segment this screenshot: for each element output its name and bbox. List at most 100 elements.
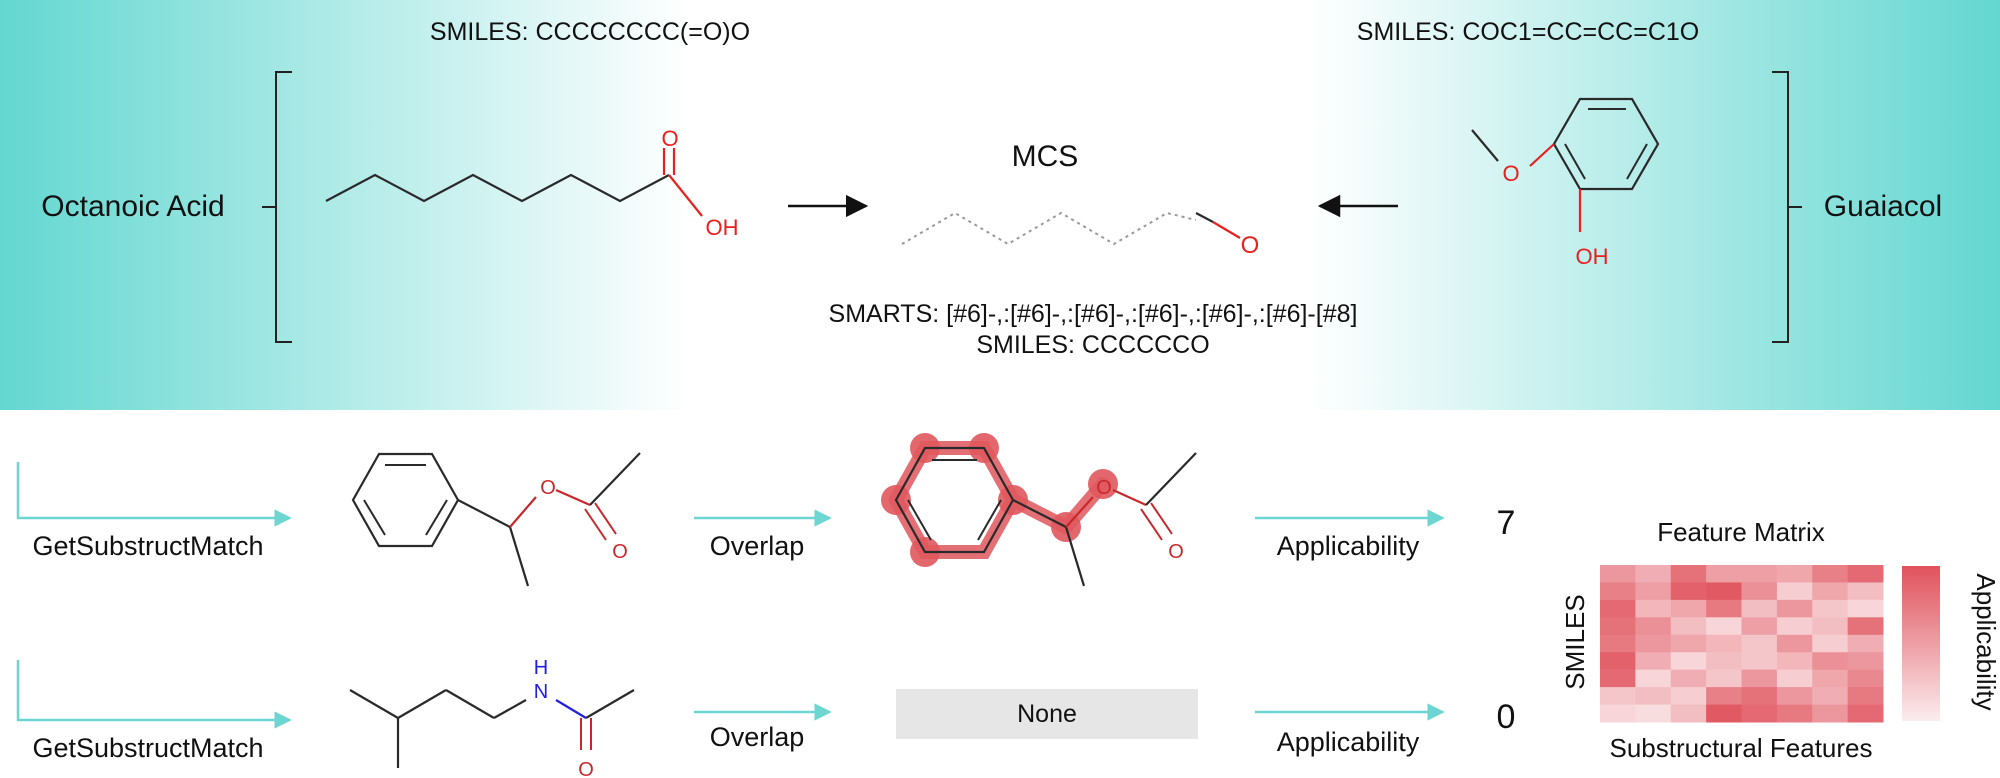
heatmap-cell [1600,669,1636,688]
heatmap-cell [1847,687,1884,706]
mcs-skeleton-dotted [901,211,1197,246]
top-panel-right-gradient [1310,0,2000,410]
guaiacol-oxygen-atom: O [1502,161,1519,186]
row1-entry-arrow [16,462,292,527]
heatmap-cell [1600,687,1636,706]
row2-entry-arrow [16,660,292,729]
heatmap-cell [1600,704,1636,723]
heatmap-cell [1847,599,1884,618]
row1-overlap-carbonyl-oxygen: O [1168,541,1184,563]
row2-amide-nitrogen: N [534,681,548,703]
guaiacol-methyl-bond [1471,129,1499,162]
feature-matrix-y-label: SMILES [1560,594,1590,689]
row2-none-label: None [1017,700,1077,728]
heatmap-cell [1600,617,1636,636]
heatmap-cell [1670,634,1707,653]
heatmap-cell [1812,599,1849,618]
heatmap-cell [1847,582,1884,601]
mcs-title: MCS [1012,140,1079,173]
heatmap-cell [1776,669,1813,688]
right-bracket [1772,71,1802,343]
heatmap-cell [1635,704,1672,723]
heatmap-cell [1706,599,1743,618]
heatmap-cell [1706,652,1743,671]
heatmap-cell [1706,704,1743,723]
left-smiles-label: SMILES: CCCCCCCC(=O)O [430,18,750,46]
applicability-legend-bar [1902,566,1940,721]
row2-molecule [349,689,635,768]
heatmap-cell [1635,687,1672,706]
heatmap-cell [1812,634,1849,653]
row1-getsubstructmatch-label: GetSubstructMatch [32,531,263,561]
heatmap-cell [1670,599,1707,618]
heatmap-cell [1706,669,1743,688]
row1-overlap-molecule [881,433,1197,587]
heatmap-cell [1776,634,1813,653]
guaiacol-methoxy-bond [1529,143,1555,167]
heatmap-cell [1670,687,1707,706]
heatmap-cell [1847,704,1884,723]
row1-overlap-ester-oxygen: O [1096,477,1112,499]
heatmap-cell [1812,704,1849,723]
row1-carbonyl-oxygen: O [612,541,628,563]
heatmap-cell [1741,669,1778,688]
heatmap-cell [1600,599,1636,618]
row1-ester-oxygen: O [540,477,556,499]
feature-matrix-heatmap [1600,565,1884,723]
heatmap-cell [1741,599,1778,618]
heatmap-cell [1741,617,1778,636]
heatmap-cell [1670,617,1707,636]
heatmap-cell [1812,617,1849,636]
feature-matrix-x-label: Substructural Features [1609,733,1872,763]
heatmap-cell [1600,634,1636,653]
row1-overlap-label: Overlap [710,531,805,561]
top-panel-left-gradient [0,0,690,410]
heatmap-cell [1812,565,1849,583]
heatmap-cell [1635,669,1672,688]
heatmap-cell [1706,582,1743,601]
row2-applicability-count: 0 [1497,698,1516,736]
heatmap-cell [1706,687,1743,706]
heatmap-cell [1635,565,1672,583]
hydroxyl-bond [668,174,703,217]
heatmap-cell [1776,687,1813,706]
mcs-co-bond-red [1212,221,1241,239]
row2-carbonyl-oxygen: O [578,759,594,778]
heatmap-cell [1776,582,1813,601]
heatmap-cell [1812,652,1849,671]
heatmap-cell [1776,565,1813,583]
heatmap-cell [1776,599,1813,618]
left-molecule-name: Octanoic Acid [41,190,224,223]
mcs-smarts-label: SMARTS: [#6]-,:[#6]-,:[#6]-,:[#6]-,:[#6]… [829,300,1358,328]
right-smiles-label: SMILES: COC1=CC=CC=C1O [1357,18,1699,46]
heatmap-cell [1670,582,1707,601]
heatmap-cell [1670,669,1707,688]
applicability-legend-label: Applicability [1971,573,2000,710]
heatmap-cell [1706,617,1743,636]
left-bracket [262,71,292,343]
row1-applicability-label: Applicability [1277,531,1420,561]
heatmap-cell [1635,652,1672,671]
heatmap-cell [1812,669,1849,688]
heatmap-cell [1741,652,1778,671]
guaiacol-inner-bond-2 [1626,143,1648,180]
heatmap-cell [1600,565,1636,583]
row1-applicability-count: 7 [1497,504,1516,542]
heatmap-cell [1635,634,1672,653]
right-molecule-name: Guaiacol [1824,190,1942,223]
mcs-smiles-label: SMILES: CCCCCCO [976,331,1209,359]
feature-matrix-title: Feature Matrix [1657,517,1825,547]
octanoic-acid-chain [325,173,670,203]
heatmap-cell [1635,617,1672,636]
mcs-co-bond-dark [1195,212,1214,223]
row2-overlap-label: Overlap [710,722,805,752]
heatmap-cell [1635,582,1672,601]
heatmap-cell [1741,634,1778,653]
heatmap-cell [1847,652,1884,671]
heatmap-cell [1776,652,1813,671]
heatmap-cell [1670,652,1707,671]
heatmap-cell [1776,617,1813,636]
mcs-oxygen-atom: O [1241,232,1260,259]
